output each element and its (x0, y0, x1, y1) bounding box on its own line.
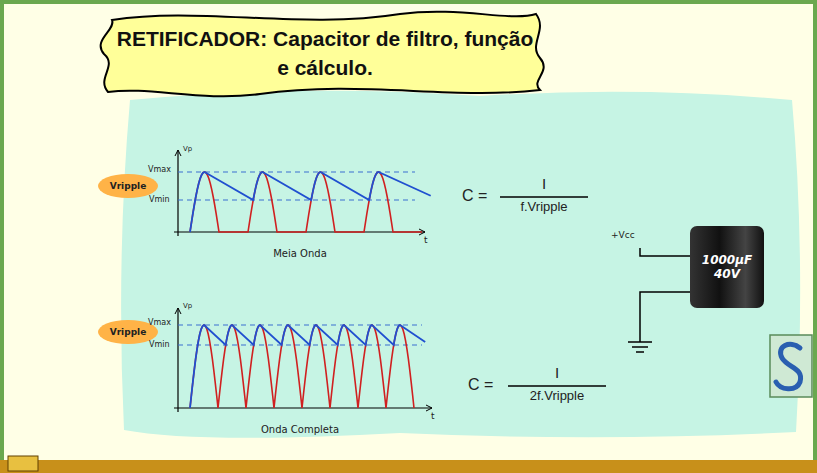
formula-term: C = (468, 376, 493, 394)
slide-title: RETIFICADOR: Capacitor de filtro, função… (112, 24, 538, 82)
fraction-bar (508, 385, 606, 387)
signal-label: Vmin (149, 341, 170, 350)
content-blob (121, 91, 800, 438)
vcc-wire (640, 248, 690, 256)
graph-caption: Onda Completa (261, 424, 339, 435)
ground-wire (640, 292, 690, 342)
signal-label: t (424, 236, 428, 246)
drawing-stroke (636, 351, 644, 353)
level-line (178, 345, 422, 346)
filtered-wave (190, 172, 431, 232)
graph-caption: Meia Onda (273, 248, 327, 259)
drawing-stroke (628, 341, 652, 343)
formula-term: f.Vripple (520, 200, 567, 214)
signal-label: Vmax (148, 319, 171, 328)
nav-button (8, 456, 38, 471)
logo-box (770, 335, 812, 397)
y-axis (177, 150, 178, 236)
formula-term: C = (462, 187, 487, 205)
ground-symbol (628, 342, 652, 352)
level-line (178, 325, 422, 326)
fraction-bar (500, 196, 588, 198)
signal-label: +Vcc (611, 231, 635, 241)
formula-term: 2f.Vripple (530, 389, 584, 403)
capacitor-body: 1000µF 40V (690, 226, 764, 308)
filtered-wave (190, 325, 425, 408)
bottom-bar (0, 460, 817, 473)
ripple-label: Vripple (110, 327, 147, 338)
signal-label: Vmax (148, 166, 171, 175)
y-axis (177, 308, 178, 412)
formula-term: I (542, 176, 546, 193)
signal-label: t (431, 412, 435, 422)
signal-label: Vp (183, 303, 192, 311)
formula-term: I (555, 365, 559, 382)
signal-label: Vp (183, 146, 192, 154)
axis-arrow (175, 150, 181, 156)
drawing-stroke (632, 346, 648, 348)
ripple-label: Vripple (110, 181, 147, 192)
waveform-graph (174, 308, 432, 412)
title-banner (101, 12, 544, 97)
signal-label: Vmin (149, 196, 170, 205)
logo-s (776, 344, 801, 388)
waveform-graph (174, 150, 431, 236)
capacitor-marking: 1000µF 40V (690, 253, 764, 282)
waveforms (174, 150, 432, 412)
axis-arrow (175, 308, 181, 314)
x-axis (174, 407, 432, 408)
axis-arrow (426, 405, 432, 411)
rectified-wave (190, 172, 422, 232)
